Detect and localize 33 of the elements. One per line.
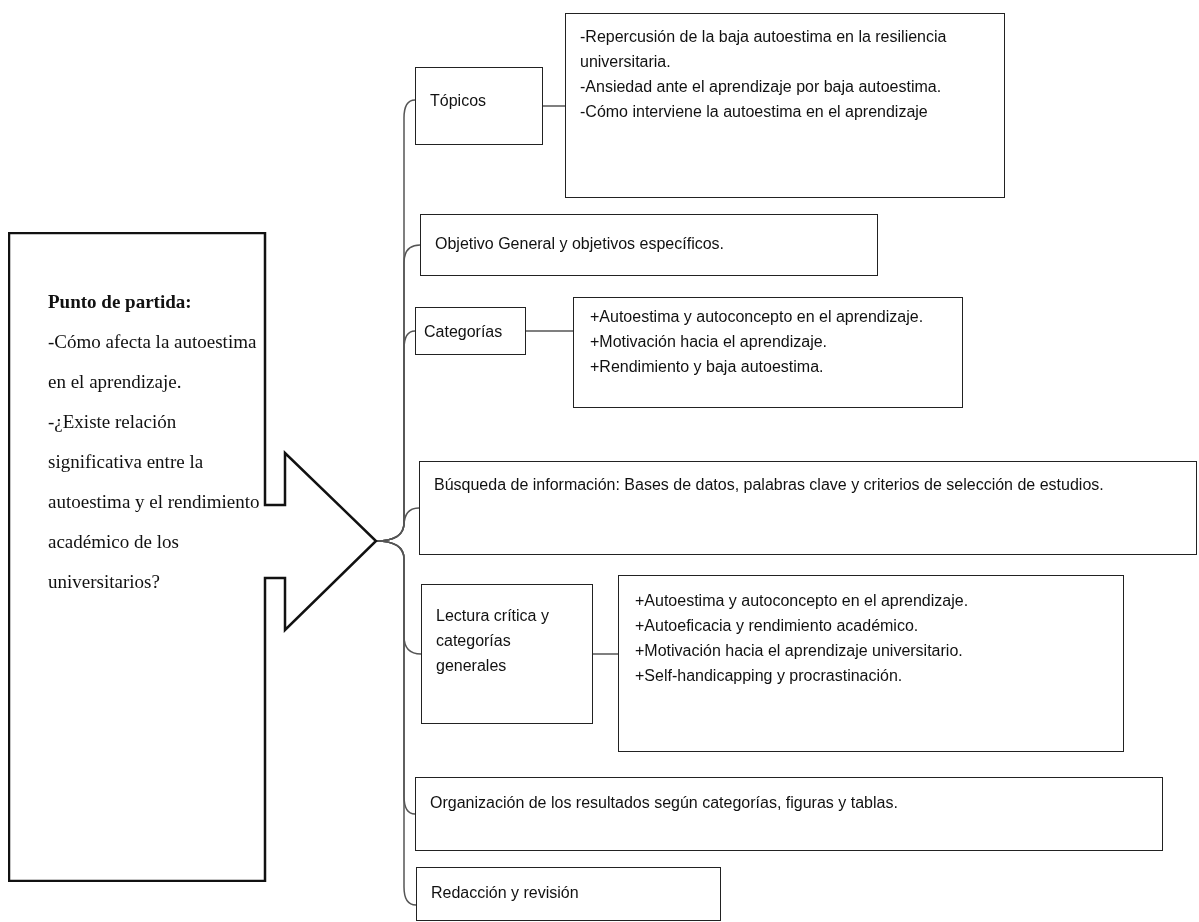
list-item: +Autoestima y autoconcepto en el aprendizaje. [590,307,925,327]
connector-line [542,105,566,107]
box-label: Redacción y revisión [431,883,580,903]
box-label: Búsqueda de información: Bases de datos, palabras clave y criterios de selección de estudios. [434,475,1105,495]
process-box [618,575,1124,752]
process-box [573,297,963,408]
box-label: Tópicos [430,91,488,111]
connector-line [525,330,574,332]
process-box [416,867,721,921]
process-box [415,307,526,355]
box-label: Lectura crítica y categorías generales [436,606,550,676]
process-box [565,13,1005,198]
connector-line [592,653,619,655]
list-item: -Cómo interviene la autoestima en el aprendizaje [580,102,929,122]
list-item: +Autoestima y autoconcepto en el aprendizaje. [635,591,970,611]
heading-text: Punto de partida: [48,290,193,314]
question-text: -¿Existe relación significativa entre la autoestima y el rendimiento académico de los universitarios? [48,410,261,594]
list-item: -Ansiedad ante el aprendizaje por baja autoestima. [580,77,943,97]
process-box [419,461,1197,555]
list-item: +Motivación hacia el aprendizaje universitario. [635,641,964,661]
process-box [415,67,543,145]
question-text: -Cómo afecta la autoestima en el aprendizaje. [48,330,258,394]
process-box [415,777,1163,851]
list-item: +Self-handicapping y procrastinación. [635,666,904,686]
box-label: Objetivo General y objetivos específicos. [435,234,726,254]
process-box [421,584,593,724]
box-label: Organización de los resultados según categorías, figuras y tablas. [430,793,899,813]
list-item: +Rendimiento y baja autoestima. [590,357,825,377]
process-box [420,214,878,276]
list-item: +Autoeficacia y rendimiento académico. [635,616,920,636]
list-item: +Motivación hacia el aprendizaje. [590,332,829,352]
box-label: Categorías [424,322,504,342]
list-item: -Repercusión de la baja autoestima en la resiliencia universitaria. [580,27,948,72]
